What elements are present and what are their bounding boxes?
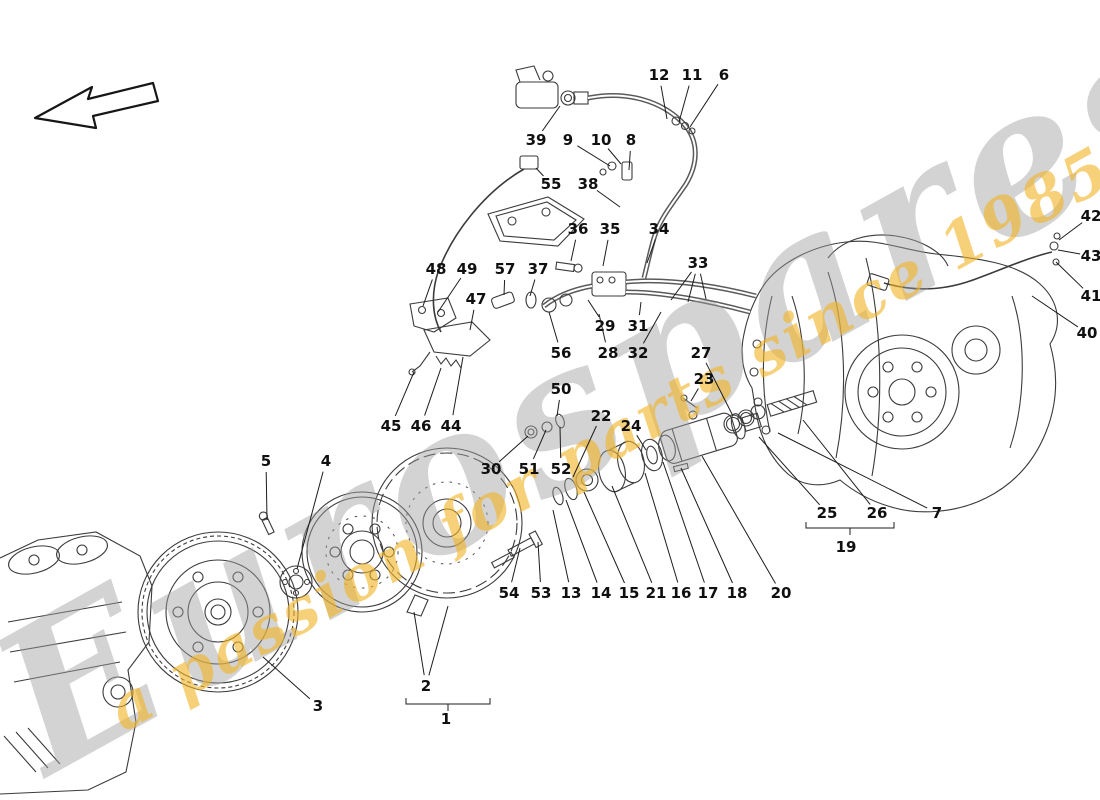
part-callout-36[interactable]: 36 — [568, 220, 589, 238]
part-callout-33[interactable]: 33 — [688, 254, 709, 272]
part-callout-18[interactable]: 18 — [727, 584, 748, 602]
clutch-disc-drawing — [301, 491, 423, 613]
part-callout-7[interactable]: 7 — [932, 504, 942, 522]
flywheel-bolt-drawing — [258, 511, 275, 536]
heat-shield-drawing — [487, 196, 585, 247]
small-fittings-drawing — [524, 394, 698, 439]
flange-drawing — [279, 565, 313, 599]
part-callout-8[interactable]: 8 — [626, 131, 636, 149]
part-callout-6[interactable]: 6 — [719, 66, 729, 84]
part-callout-34[interactable]: 34 — [649, 220, 670, 238]
speed-sensor-cable-drawing — [866, 232, 1061, 291]
part-callout-46[interactable]: 46 — [411, 417, 432, 435]
part-callout-20[interactable]: 20 — [771, 584, 792, 602]
part-callout-3[interactable]: 3 — [313, 697, 323, 715]
part-callout-44[interactable]: 44 — [441, 417, 462, 435]
part-callout-19[interactable]: 19 — [836, 538, 857, 556]
part-callout-41[interactable]: 41 — [1081, 287, 1100, 305]
part-callout-39[interactable]: 39 — [526, 131, 547, 149]
part-callout-45[interactable]: 45 — [381, 417, 402, 435]
hydraulic-pump-drawing — [515, 65, 589, 109]
part-callout-5[interactable]: 5 — [261, 452, 271, 470]
part-callout-9[interactable]: 9 — [563, 131, 573, 149]
clutch-cover-drawing — [371, 447, 523, 617]
part-callout-10[interactable]: 10 — [591, 131, 612, 149]
part-callout-2[interactable]: 2 — [421, 677, 431, 695]
part-callout-21[interactable]: 21 — [646, 584, 667, 602]
part-callout-26[interactable]: 26 — [867, 504, 888, 522]
clutch-hose-drawing — [587, 93, 698, 279]
part-callout-51[interactable]: 51 — [519, 460, 540, 478]
part-callout-28[interactable]: 28 — [598, 344, 619, 362]
part-callout-32[interactable]: 32 — [628, 344, 649, 362]
part-callout-25[interactable]: 25 — [817, 504, 838, 522]
part-callout-24[interactable]: 24 — [621, 417, 642, 435]
part-callout-57[interactable]: 57 — [495, 260, 516, 278]
part-callout-29[interactable]: 29 — [595, 317, 616, 335]
engine-block-drawing — [0, 531, 153, 795]
clutch-slave-cylinder-drawing — [660, 389, 818, 464]
part-callout-12[interactable]: 12 — [649, 66, 670, 84]
part-callout-31[interactable]: 31 — [628, 317, 649, 335]
part-callout-30[interactable]: 30 — [481, 460, 502, 478]
part-callout-37[interactable]: 37 — [528, 260, 549, 278]
part-callout-23[interactable]: 23 — [694, 370, 715, 388]
part-callout-38[interactable]: 38 — [578, 175, 599, 193]
part-callout-11[interactable]: 11 — [682, 66, 703, 84]
part-callout-17[interactable]: 17 — [698, 584, 719, 602]
part-callout-48[interactable]: 48 — [426, 260, 447, 278]
part-callout-16[interactable]: 16 — [671, 584, 692, 602]
part-callout-49[interactable]: 49 — [457, 260, 478, 278]
release-bearing-drawing — [552, 434, 689, 506]
part-callout-55[interactable]: 55 — [541, 175, 562, 193]
part-callout-40[interactable]: 40 — [1077, 324, 1098, 342]
part-callout-15[interactable]: 15 — [619, 584, 640, 602]
part-callout-43[interactable]: 43 — [1081, 247, 1100, 265]
part-callout-54[interactable]: 54 — [499, 584, 520, 602]
part-callout-42[interactable]: 42 — [1081, 207, 1100, 225]
part-callout-27[interactable]: 27 — [691, 344, 712, 362]
part-callout-14[interactable]: 14 — [591, 584, 612, 602]
flywheel-drawing — [137, 531, 299, 693]
part-callout-53[interactable]: 53 — [531, 584, 552, 602]
direction-arrow-icon — [33, 81, 160, 130]
part-callout-13[interactable]: 13 — [561, 584, 582, 602]
part-callout-50[interactable]: 50 — [551, 380, 572, 398]
release-fork-bracket-drawing — [408, 321, 491, 376]
part-callout-35[interactable]: 35 — [600, 220, 621, 238]
part-callout-22[interactable]: 22 — [591, 407, 612, 425]
part-callout-47[interactable]: 47 — [466, 290, 487, 308]
part-callout-4[interactable]: 4 — [321, 452, 331, 470]
gearbox-drawing — [741, 234, 1058, 513]
part-callout-52[interactable]: 52 — [551, 460, 572, 478]
part-callout-56[interactable]: 56 — [551, 344, 572, 362]
part-callout-1[interactable]: 1 — [441, 710, 451, 728]
